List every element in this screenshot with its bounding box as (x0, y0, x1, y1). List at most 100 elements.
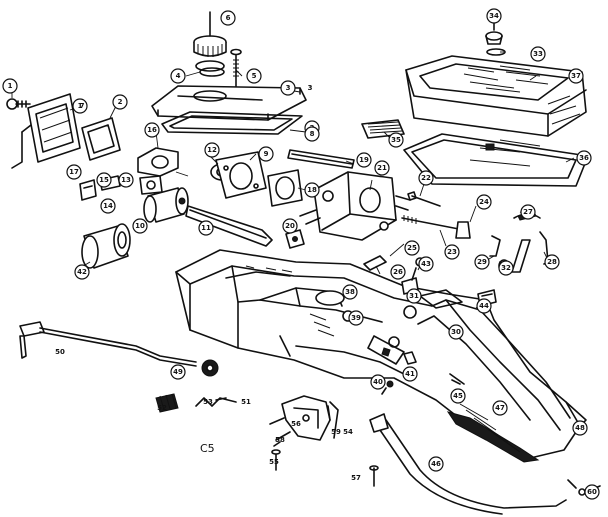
callout-18: 18 (304, 182, 320, 198)
callout-number: 5 (252, 72, 257, 80)
callout-number: 14 (103, 202, 113, 210)
callout-circle (348, 310, 364, 326)
callout-31: 31 (406, 288, 422, 304)
callout-6: 6 (220, 10, 236, 26)
callout-34: 34 (486, 8, 502, 24)
gasket-left (27, 93, 81, 163)
callout-circle (304, 126, 320, 142)
callout-circle (144, 122, 160, 138)
page-code-label: C5 (200, 442, 215, 455)
callout-41: 41 (402, 366, 418, 382)
small-bracket (79, 179, 97, 201)
callout-number: 58 (275, 436, 285, 444)
callout-10: 10 (132, 218, 148, 234)
callout-number: 13 (121, 176, 131, 184)
callout-circle (304, 182, 320, 198)
callout-number: 20 (285, 222, 295, 230)
o-ring (199, 67, 225, 77)
callout-number: 24 (479, 198, 489, 206)
callout-circle (402, 366, 418, 382)
callout-circle (258, 146, 274, 162)
callout-circle (428, 456, 444, 472)
callout-36: 36 (576, 150, 592, 166)
callout-number: 50 (55, 348, 65, 356)
callout-number: 46 (431, 460, 441, 468)
callout-9: 9 (258, 146, 274, 162)
callout-4: 4 (170, 68, 186, 84)
base-plate (403, 133, 589, 187)
callout-circle (572, 420, 588, 436)
callout-21: 21 (374, 160, 390, 176)
callout-number: 52 (157, 404, 167, 412)
front-handle (369, 413, 567, 515)
callout-number: 6 (226, 14, 231, 22)
callout-46: 46 (428, 456, 444, 472)
callout-circle (282, 218, 298, 234)
callout-number: 35 (391, 136, 401, 144)
callout-number: 36 (579, 154, 589, 162)
callout-51: 51 (241, 398, 251, 406)
callout-number: 48 (575, 424, 585, 432)
callout-circle (406, 288, 422, 304)
filter-cylinder (143, 187, 189, 223)
callout-circle (374, 160, 390, 176)
callout-circle (112, 94, 128, 110)
carburettor-gasket (215, 151, 267, 199)
callout-48: 48 (572, 420, 588, 436)
callout-number: 32 (501, 264, 511, 272)
fuel-cap (193, 11, 227, 72)
callout-number: 2 (118, 98, 123, 106)
impulse-hose (287, 149, 355, 169)
callout-circle (198, 220, 214, 236)
callout-number: 25 (407, 244, 417, 252)
callout-number: 44 (479, 302, 489, 310)
housing-bolts (449, 373, 465, 385)
callout-number: 43 (421, 260, 431, 268)
callout-3: 3 (280, 80, 296, 96)
carburettor (299, 171, 411, 241)
callout-number: 30 (451, 328, 461, 336)
callout-33: 33 (530, 46, 546, 62)
callout-23: 23 (444, 244, 460, 260)
callout-28: 28 (544, 254, 560, 270)
callout-circle (280, 80, 296, 96)
callout-number: 31 (409, 292, 419, 300)
callout-57: 57 (351, 474, 361, 482)
callout-circle (418, 170, 434, 186)
callout-number: 9 (264, 150, 269, 158)
callout-43: 43 (418, 256, 434, 272)
callout-1: 1 (72, 98, 88, 114)
callout-22: 22 (418, 170, 434, 186)
callout-number: 39 (351, 314, 361, 322)
callout-15: 15 (96, 172, 112, 188)
callout-number: 8 (310, 130, 315, 138)
callout-42: 42 (74, 264, 90, 280)
callout-number: 55 (269, 458, 279, 466)
callout-26: 26 (390, 264, 406, 280)
callout-labels: 6543211237812910111314151617181920212223… (2, 8, 600, 500)
callout-circle (486, 8, 502, 24)
callout-circle (132, 218, 148, 234)
callout-20: 20 (282, 218, 298, 234)
callout-number: 37 (571, 72, 581, 80)
callout-number: 3 (308, 84, 313, 92)
callout-number: 7 (80, 102, 85, 110)
callout-circle (448, 324, 464, 340)
callout-50: 50 (55, 348, 65, 356)
callout-32: 32 (498, 260, 514, 276)
callout-number: 19 (359, 156, 369, 164)
callout-number: 33 (533, 50, 543, 58)
callout-number: 29 (477, 258, 487, 266)
callout-number: 16 (147, 126, 157, 134)
callout-2: 2 (112, 94, 128, 110)
callout-17: 17 (66, 164, 82, 180)
callout-circle (74, 264, 90, 280)
flange-small (139, 175, 163, 195)
callout-19: 19 (356, 152, 372, 168)
callout-number: 47 (495, 404, 505, 412)
callout-60: 60 (584, 484, 600, 500)
bolt-22 (407, 191, 441, 207)
callout-56: 56 (291, 420, 301, 428)
callout-circle (544, 254, 560, 270)
long-bolt-23 (401, 215, 471, 239)
